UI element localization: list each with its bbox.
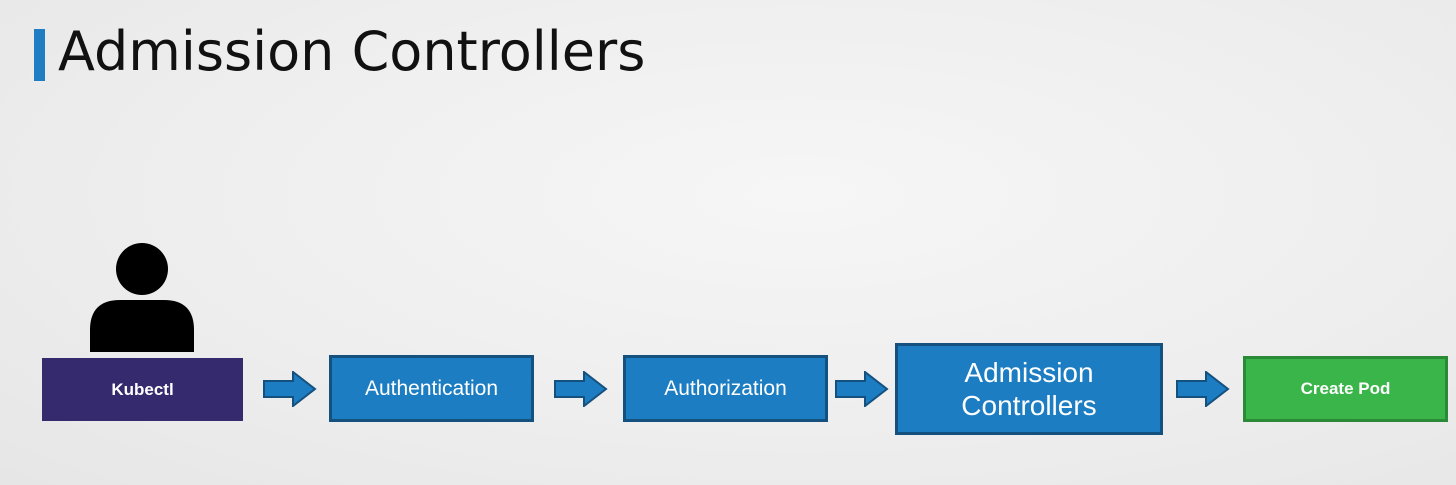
kubectl-box: Kubectl	[42, 358, 243, 421]
kubectl-label: Kubectl	[111, 379, 174, 399]
arrow-right-icon	[263, 371, 317, 407]
arrow-right-icon	[835, 371, 889, 407]
admission-controllers-label-line2: Controllers	[961, 390, 1097, 421]
authorization-box: Authorization	[623, 355, 828, 422]
person-icon	[90, 243, 194, 352]
admission-controllers-box: Admission Controllers	[895, 343, 1163, 435]
authentication-box: Authentication	[329, 355, 534, 422]
create-pod-label: Create Pod	[1300, 379, 1391, 398]
arrow-right-icon	[1176, 371, 1230, 407]
create-pod-box: Create Pod	[1243, 356, 1448, 422]
authentication-label: Authentication	[364, 376, 499, 400]
arrow-right-icon	[554, 371, 608, 407]
title-accent-bar	[34, 29, 45, 81]
authorization-label: Authorization	[664, 376, 787, 400]
page-title: Admission Controllers	[58, 20, 646, 83]
admission-controllers-label-line1: Admission	[964, 357, 1094, 388]
